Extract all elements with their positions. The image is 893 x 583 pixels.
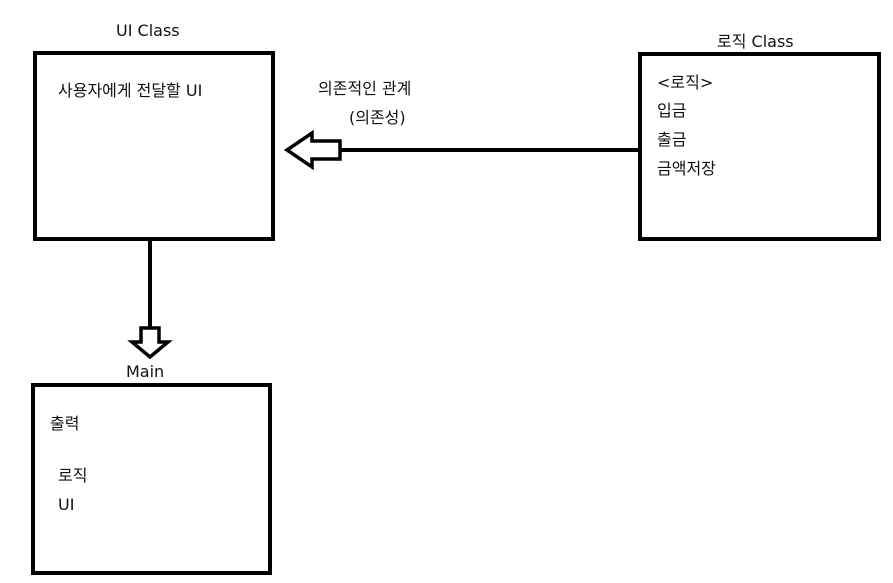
main-title: Main	[126, 362, 165, 381]
ui-to-main-arrowhead	[127, 326, 173, 360]
dependency-label: 의존적인 관계	[318, 79, 412, 98]
logic-class-item: 입금	[657, 101, 687, 120]
main-item: UI	[58, 495, 75, 514]
main-box	[31, 383, 272, 575]
dependency-sublabel: (의존성)	[349, 108, 406, 127]
logic-class-item: 금액저장	[657, 159, 716, 178]
ui-class-box	[33, 51, 275, 241]
logic-class-item: <로직>	[657, 73, 714, 92]
main-item: 로직	[58, 466, 88, 485]
logic-class-title: 로직 Class	[717, 32, 794, 51]
logic-class-item: 출금	[657, 130, 687, 149]
main-item: 출력	[50, 414, 80, 433]
logic-class-box	[638, 52, 881, 241]
ui-class-title: UI Class	[116, 21, 180, 40]
ui-class-content: 사용자에게 전달할 UI	[58, 81, 203, 100]
dependency-arrowhead	[283, 129, 342, 171]
